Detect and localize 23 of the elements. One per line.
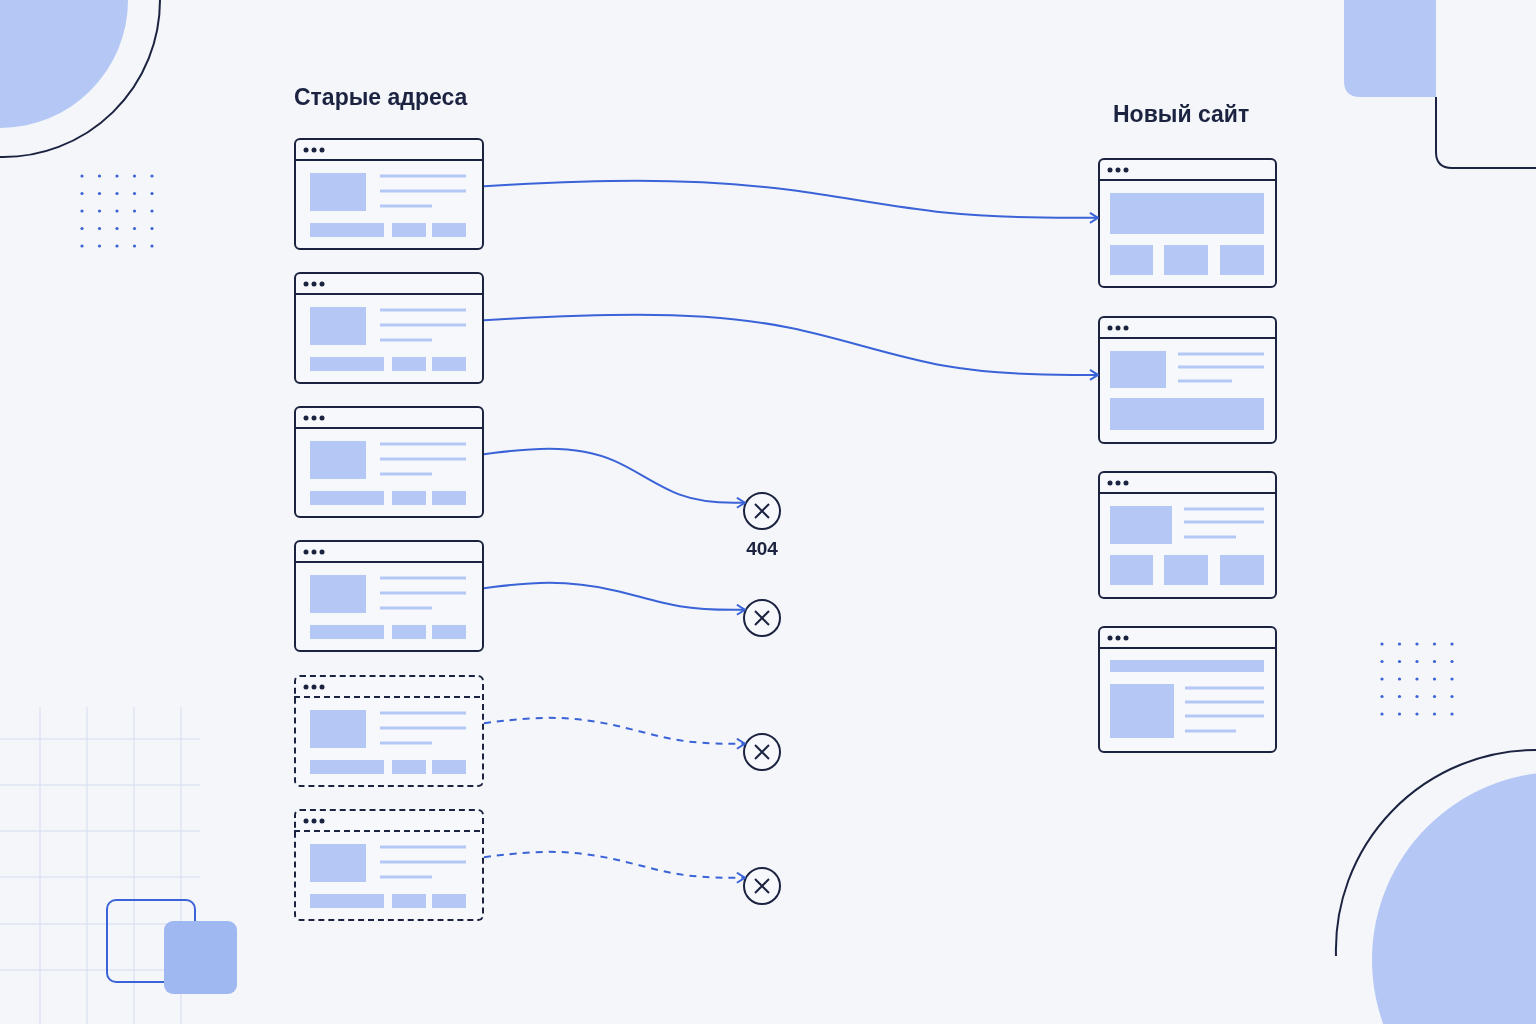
error-circle-icon — [743, 867, 781, 905]
status-code: 404 — [746, 538, 778, 560]
error-circle-icon — [743, 599, 781, 637]
browser-window-drawing — [1098, 158, 1277, 288]
browser-window-drawing — [294, 272, 484, 384]
arrow — [483, 179, 1099, 224]
column-heading: Старые адреса — [294, 84, 468, 111]
arrow — [483, 581, 746, 616]
browser-window-drawing — [1098, 316, 1277, 444]
arrow — [483, 716, 746, 750]
arrow — [483, 447, 746, 509]
error-circle-icon — [743, 733, 781, 771]
browser-window-drawing — [294, 540, 484, 652]
browser-window-drawing — [294, 406, 484, 518]
arrow — [483, 850, 746, 884]
arrow — [483, 313, 1099, 381]
browser-window-drawing — [294, 809, 484, 921]
browser-window-drawing — [294, 675, 484, 787]
browser-window-drawing — [1098, 471, 1277, 599]
browser-window-drawing — [294, 138, 484, 250]
browser-window-drawing — [1098, 626, 1277, 753]
column-heading: Новый сайт — [1113, 101, 1250, 128]
error-circle-icon — [743, 492, 781, 530]
